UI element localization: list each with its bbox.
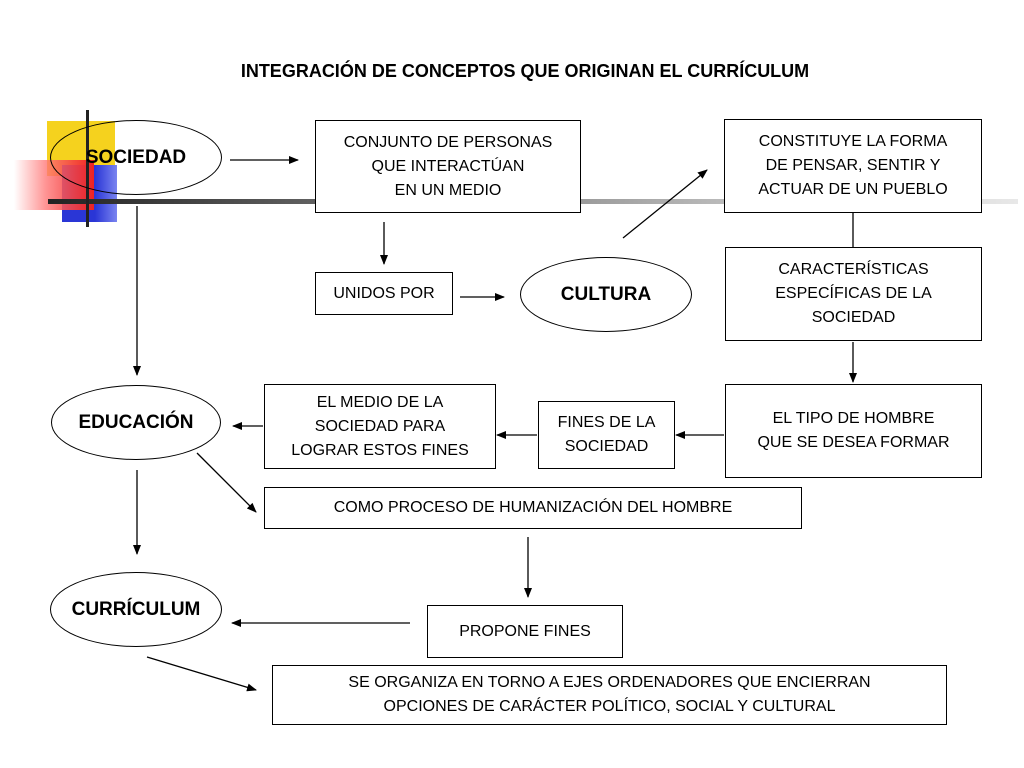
node-cultura-label: CULTURA [560,283,652,305]
box-organiza-line-1: SE ORGANIZA EN TORNO A EJES ORDENADORES … [348,674,871,691]
node-educacion: EDUCACIÓN [51,385,221,460]
box-tipo-hombre: EL TIPO DE HOMBRE QUE SE DESEA FORMAR [725,384,982,478]
box-unidos-label: UNIDOS POR [333,284,435,302]
arrow-curriculum-to-organiza [146,656,257,692]
box-constituye-line-3: ACTUAR DE UN PUEBLO [758,181,948,198]
box-propone-fines: PROPONE FINES [427,605,623,658]
box-medio-line-2: SOCIEDAD PARA [314,417,446,435]
diagram-title: INTEGRACIÓN DE CONCEPTOS QUE ORIGINAN EL… [240,61,810,81]
box-proceso-label: COMO PROCESO DE HUMANIZACIÓN DEL HOMBRE [333,499,733,516]
box-caracteristicas-line-1: CARACTERÍSTICAS [778,261,929,278]
node-sociedad-label: SOCIEDAD [85,146,187,168]
box-caracteristicas: CARACTERÍSTICAS ESPECÍFICAS DE LA SOCIED… [725,247,982,341]
box-proceso-humanizacion: COMO PROCESO DE HUMANIZACIÓN DEL HOMBRE [264,487,802,529]
box-fines-line-1: FINES DE LA [557,414,656,431]
box-unidos-por: UNIDOS POR [315,272,453,315]
box-tipo-hombre-line-2: QUE SE DESEA FORMAR [757,434,950,451]
node-sociedad: SOCIEDAD [50,120,222,195]
box-constituye-line-1: CONSTITUYE LA FORMA [758,133,948,150]
box-constituye-line-2: DE PENSAR, SENTIR Y [765,157,941,174]
node-curriculum: CURRÍCULUM [50,572,222,647]
box-medio-sociedad: EL MEDIO DE LA SOCIEDAD PARA LOGRAR ESTO… [264,384,496,469]
box-medio-line-1: EL MEDIO DE LA [316,393,444,411]
box-fines-line-2: SOCIEDAD [564,438,649,455]
node-educacion-label: EDUCACIÓN [78,411,194,433]
box-conjunto-line-2: QUE INTERACTÚAN [371,157,525,175]
box-organiza-line-2: OPCIONES DE CARÁCTER POLÍTICO, SOCIAL Y … [383,698,836,715]
node-curriculum-label: CURRÍCULUM [71,598,201,620]
box-conjunto-personas: CONJUNTO DE PERSONAS QUE INTERACTÚAN EN … [315,120,581,213]
box-fines-sociedad: FINES DE LA SOCIEDAD [538,401,675,469]
box-constituye: CONSTITUYE LA FORMA DE PENSAR, SENTIR Y … [724,119,982,213]
arrow-educacion-to-proceso [196,452,257,513]
box-medio-line-3: LOGRAR ESTOS FINES [291,441,469,459]
node-cultura: CULTURA [520,257,692,332]
box-conjunto-line-3: EN UN MEDIO [394,181,502,199]
box-tipo-hombre-line-1: EL TIPO DE HOMBRE [772,410,935,427]
box-propone-label: PROPONE FINES [459,622,591,640]
box-caracteristicas-line-2: ESPECÍFICAS DE LA [775,285,932,302]
arrow-cultura-to-constituye [622,169,708,239]
box-conjunto-line-1: CONJUNTO DE PERSONAS [343,133,553,151]
box-se-organiza: SE ORGANIZA EN TORNO A EJES ORDENADORES … [272,665,947,725]
box-caracteristicas-line-3: SOCIEDAD [811,309,896,326]
